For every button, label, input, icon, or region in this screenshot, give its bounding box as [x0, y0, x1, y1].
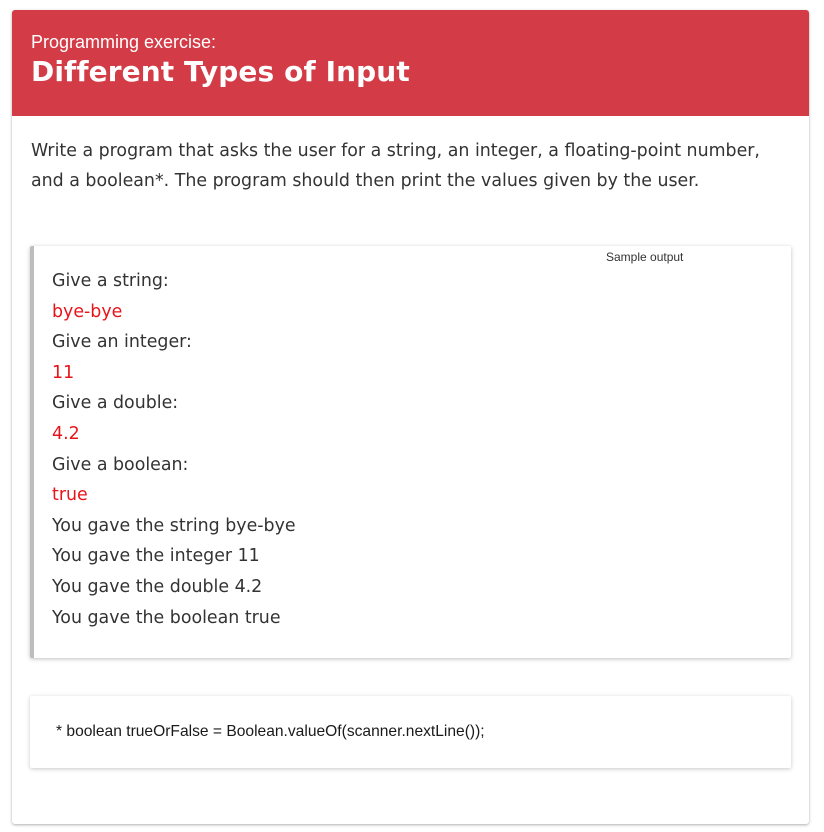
exercise-card: Programming exercise: Different Types of… [12, 10, 809, 824]
exercise-kicker: Programming exercise: [31, 32, 217, 52]
sample-input-line: true [52, 485, 88, 506]
sample-output-line: You gave the double 4.2 [52, 576, 263, 597]
sample-output-line: Give a boolean: [52, 454, 189, 475]
sample-output-box: Sample output Give a string: bye-bye Giv… [30, 246, 791, 658]
sample-output-line: You gave the string bye-bye [52, 515, 296, 536]
sample-output-label: Sample output [606, 250, 684, 264]
sample-output-line: Give an integer: [52, 332, 192, 353]
exercise-description: Write a program that asks the user for a… [31, 141, 760, 191]
sample-output-line: You gave the boolean true [52, 607, 281, 628]
exercise-header: Programming exercise: Different Types of… [12, 10, 809, 116]
sample-input-line: 11 [52, 362, 75, 383]
sample-output-line: Give a double: [52, 393, 179, 414]
hint-note-text: * boolean trueOrFalse = Boolean.valueOf(… [56, 723, 485, 740]
sample-output-line: Give a string: [52, 271, 169, 291]
sample-output-line: You gave the integer 11 [52, 546, 260, 567]
sample-output-lines: Give a string: bye-bye Give an integer: … [52, 266, 296, 633]
sample-input-line: bye-bye [52, 301, 123, 322]
hint-note-box: * boolean trueOrFalse = Boolean.valueOf(… [30, 696, 791, 768]
sample-input-line: 4.2 [52, 423, 80, 444]
exercise-title: Different Types of Input [31, 55, 410, 88]
